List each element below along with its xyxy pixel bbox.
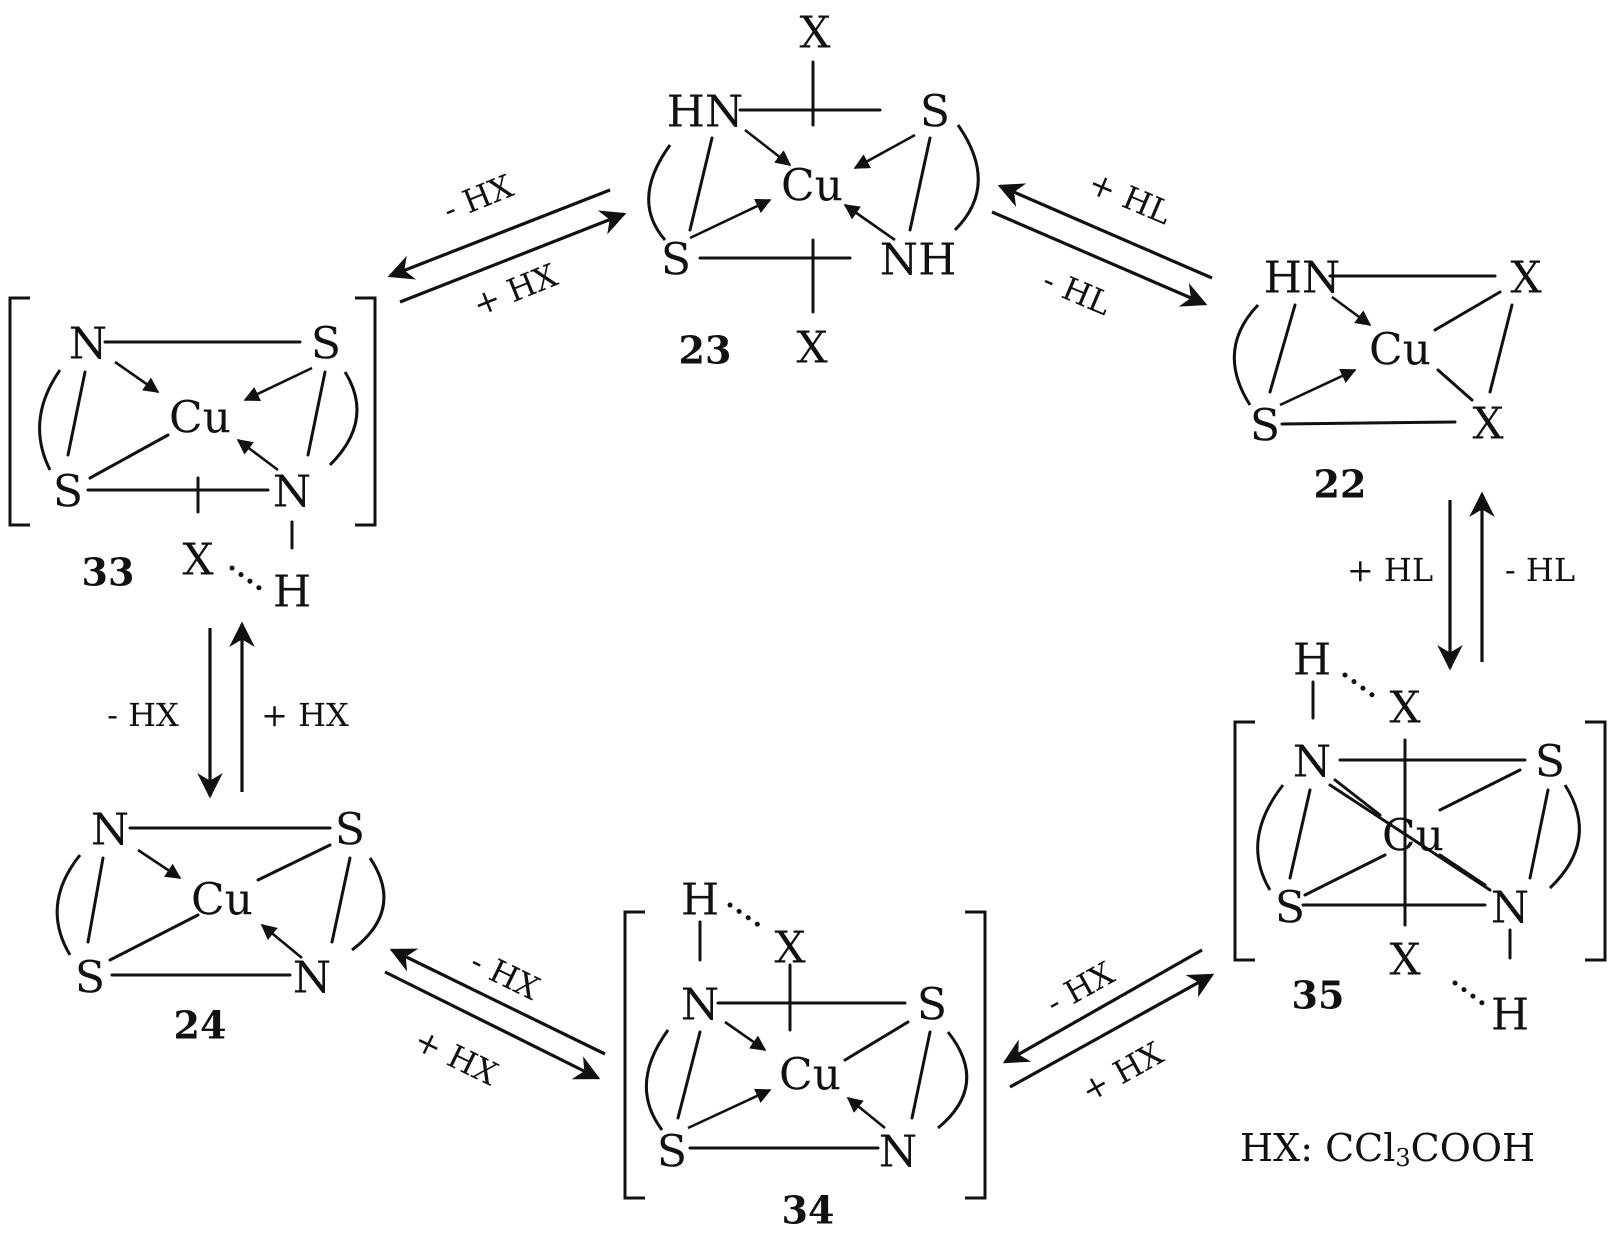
equilibrium-23-33: - HX + HX [387,167,627,324]
atom-hn: HN [667,87,744,138]
equilibrium-33-24: - HX + HX [107,621,349,799]
atom-h: H [273,567,311,618]
equilibrium-23-22: + HL - HL [991,164,1213,323]
atom-cu: Cu [781,161,843,212]
legend-suffix: COOH [1411,1126,1536,1170]
atom-cu: Cu [1382,811,1444,862]
atom-s: S [311,319,341,370]
compound-label-23: 23 [679,328,732,373]
atom-x: X [774,923,806,974]
atom-x-top: X [799,8,831,59]
atom-n: N [91,805,130,856]
atom-s: S [53,467,83,518]
atom-n: N [879,1127,918,1178]
compound-34: H X N S Cu S N 34 [623,875,987,1233]
atom-nh: NH [880,235,957,286]
compound-24: N S Cu S N 24 [55,805,386,1048]
compound-22: HN X Cu S X 22 [1232,253,1542,507]
compound-label-24: 24 [174,1003,227,1048]
compound-label-22: 22 [1314,462,1367,507]
condition-plus-hx: + HX [467,256,563,324]
atom-n: N [681,980,720,1031]
atom-h: H [1491,990,1529,1041]
atom-x: X [182,535,214,586]
compound-35: H X N S Cu S N X H 35 [1233,635,1607,1041]
atom-x: X [1472,399,1504,450]
atom-cu: Cu [191,875,253,926]
atom-n: N [1293,737,1332,788]
atom-hn: HN [1264,253,1341,304]
atom-x-bottom: X [796,323,828,374]
atom-cu: Cu [1369,325,1431,376]
atom-n: N [69,319,108,370]
atom-h: H [1293,635,1331,686]
compound-33: N S Cu S N X H 33 [8,296,377,618]
atom-s: S [75,953,105,1004]
atom-s: S [917,980,947,1031]
condition-minus-hx: - HX [438,167,519,229]
atom-x: X [1389,935,1421,986]
condition-plus-hl: + HL [1347,551,1433,589]
atom-s: S [1250,401,1280,452]
condition-minus-hx: - HX [464,942,545,1008]
legend-hx: HX: CCl3COOH [1240,1126,1535,1172]
atom-n: N [293,953,332,1004]
condition-minus-hl: - HL [1037,261,1116,323]
atom-x: X [1389,683,1421,734]
atom-s: S [657,1127,687,1178]
equilibrium-24-34: - HX + HX [384,942,606,1094]
atom-s: S [335,805,365,856]
atom-s: S [920,87,950,138]
atom-cu: Cu [169,393,231,444]
atom-n: N [1491,883,1530,934]
compound-label-33: 33 [82,550,135,595]
atom-s: S [1535,737,1565,788]
legend-subscript: 3 [1395,1144,1410,1172]
atom-x: X [1510,253,1542,304]
condition-plus-hx: + HX [408,1021,504,1094]
compound-23: X HN S Cu S NH X 23 [647,8,980,374]
condition-plus-hl: + HL [1083,164,1177,233]
atom-s: S [1275,883,1305,934]
equilibrium-22-35: + HL - HL [1347,491,1575,671]
atom-cu: Cu [779,1050,841,1101]
condition-minus-hl: - HL [1505,551,1575,589]
atom-n: N [273,467,312,518]
atom-h: H [681,875,719,926]
condition-minus-hx: - HX [107,696,179,734]
condition-plus-hx: + HX [261,696,349,734]
condition-plus-hx: + HX [1074,1034,1169,1110]
equilibrium-34-35: - HX + HX [1002,948,1215,1110]
legend-prefix: HX: CCl [1240,1126,1395,1170]
compound-label-34: 34 [782,1188,835,1233]
condition-minus-hx: - HX [1039,954,1120,1022]
compound-label-35: 35 [1292,973,1345,1018]
atom-s: S [661,235,691,286]
